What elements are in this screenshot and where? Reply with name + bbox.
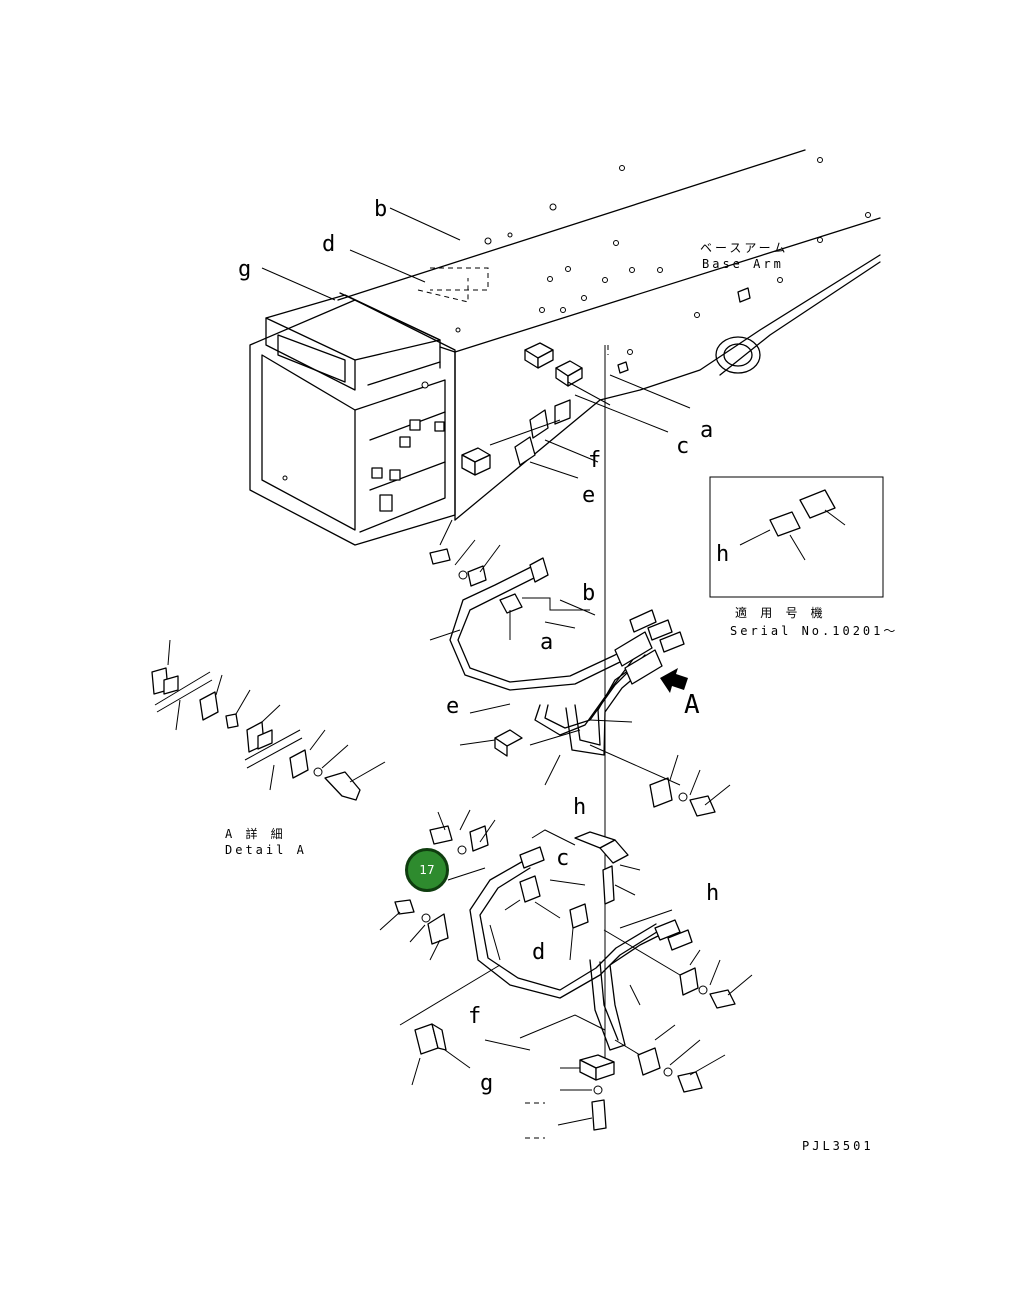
label-d-top: d <box>322 232 336 257</box>
label-e-top: e <box>582 483 596 508</box>
label-h-mid: h <box>573 795 587 820</box>
serial-label-en: Serial No.10201～ <box>730 624 899 638</box>
serial-label-jp: 適 用 号 機 <box>735 606 826 620</box>
label-b-mid: b <box>582 581 596 606</box>
upper-hose-assembly <box>429 519 731 817</box>
label-f-top: f <box>588 448 602 473</box>
label-g-top: g <box>238 257 252 282</box>
label-a-mid: a <box>540 630 554 655</box>
label-g-low: g <box>480 1071 494 1096</box>
label-f-low: f <box>468 1004 482 1029</box>
label-a-top: a <box>700 418 714 443</box>
bolt-holes <box>455 157 871 355</box>
view-a-arrow <box>660 668 688 693</box>
label-h-low: h <box>706 881 720 906</box>
label-e-mid: e <box>446 694 460 719</box>
part-callout-number: 17 <box>419 863 435 877</box>
part-callout-badge[interactable]: 17 <box>405 848 449 892</box>
label-d-low: d <box>532 940 546 965</box>
detail-a-drawing <box>151 639 386 801</box>
base-arm-label-jp: ベースアーム <box>700 241 789 255</box>
label-view-a: A <box>684 690 700 720</box>
detail-a-label-en: Detail A <box>225 843 307 857</box>
serial-inset <box>709 476 884 598</box>
label-c-top: c <box>676 434 690 459</box>
lower-hose-assembly <box>379 809 753 1139</box>
label-h-inset: h <box>716 542 730 567</box>
detail-a-label-jp: A 詳 細 <box>225 827 286 841</box>
base-arm-drawing <box>249 149 881 546</box>
label-c-low: c <box>556 846 570 871</box>
base-arm-label-en: Base Arm <box>702 257 784 271</box>
drawing-code: PJL3501 <box>802 1139 874 1153</box>
label-b-top: b <box>374 197 388 222</box>
